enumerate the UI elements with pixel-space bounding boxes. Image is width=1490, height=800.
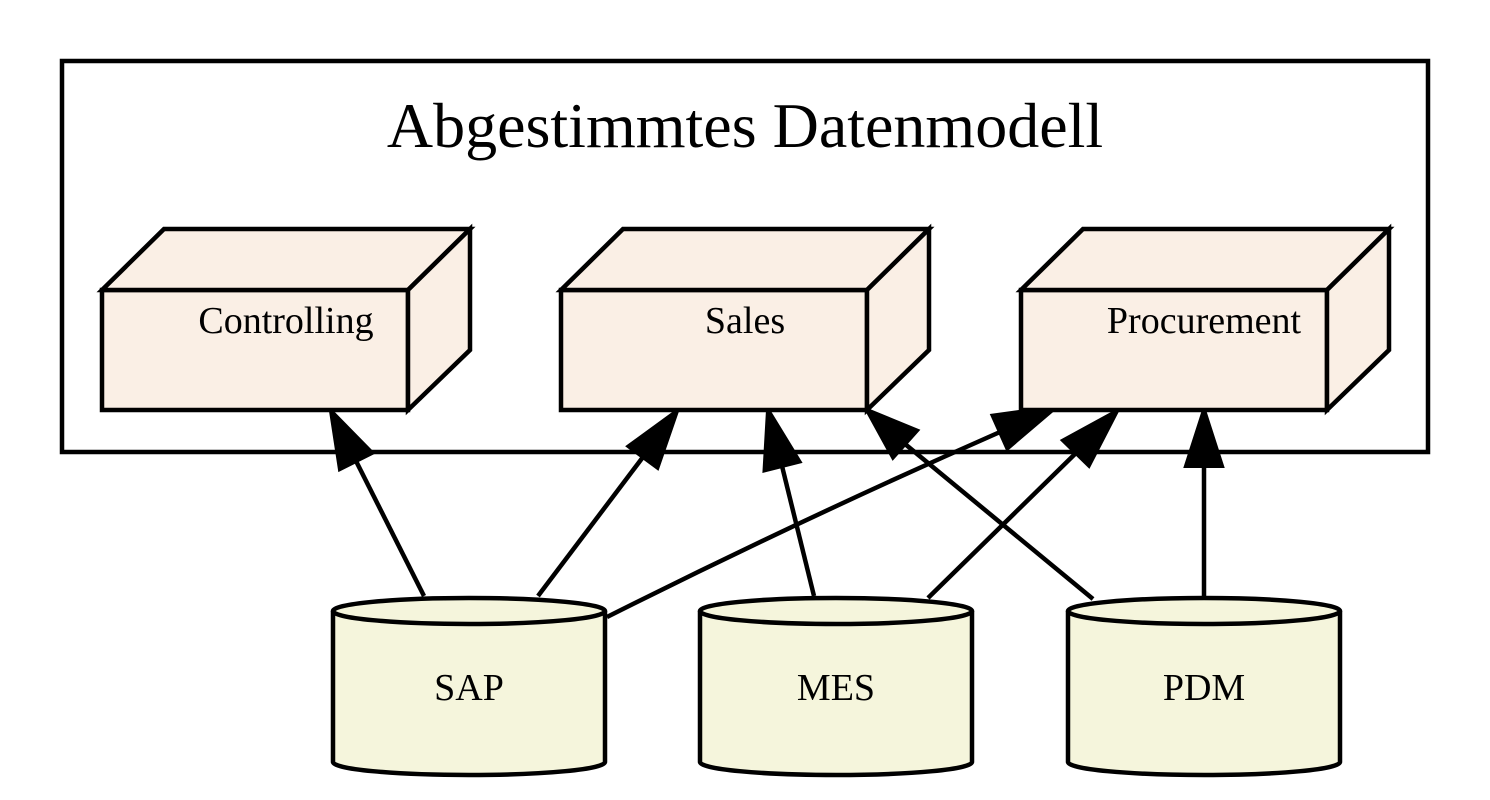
edge-pdm-to-sales [862,405,1095,601]
arrowhead [989,404,1063,452]
box-side [864,223,932,416]
box-side [405,223,473,416]
edge-mes-to-sales [762,403,817,597]
source-cylinder-sap[interactable]: SAP [330,595,608,778]
model-label-sales: Sales [705,300,785,342]
model-box-procurement[interactable]: Procurement [1015,223,1395,416]
model-label-controlling: Controlling [198,300,373,342]
source-cylinder-pdm[interactable]: PDM [1065,595,1343,778]
edge-line [536,455,645,598]
source-label-mes: MES [797,667,875,709]
source-label-pdm: PDM [1163,667,1245,709]
edge-mes-to-procurement [926,406,1122,600]
edge-line [903,442,1095,601]
cylinder-rim [1065,610,1343,627]
model-label-procurement: Procurement [1107,300,1302,342]
edge-line [779,465,817,597]
arrowhead [762,403,803,473]
edge-sap-to-sales [536,405,681,598]
cylinder-body [1065,595,1343,778]
arrowhead [862,405,921,461]
edge-line [605,429,1001,620]
edge-sap-to-procurement [605,404,1063,620]
edge-sap-to-controlling [328,405,427,598]
cylinder-body [697,595,975,778]
cluster-data-model: Abgestimmtes Datenmodell [59,58,1431,455]
model-box-sales[interactable]: Sales [555,223,935,416]
cylinder-rim [330,610,608,627]
cluster-title: Abgestimmtes Datenmodell [387,90,1103,161]
cluster-border [59,58,1431,455]
cylinder-body [330,595,608,778]
source-label-sap: SAP [434,667,504,709]
cylinder-rim [697,610,975,627]
source-cylinder-mes[interactable]: MES [697,595,975,778]
model-box-controlling[interactable]: Controlling [96,223,476,416]
box-side [1324,223,1392,416]
arrowhead [328,405,376,473]
arrowhead [1183,403,1225,468]
edge-line [353,459,427,598]
edge-pdm-to-procurement [1183,403,1225,596]
arrowhead [625,405,681,471]
arrowhead [1059,406,1122,469]
edges [328,403,1225,620]
